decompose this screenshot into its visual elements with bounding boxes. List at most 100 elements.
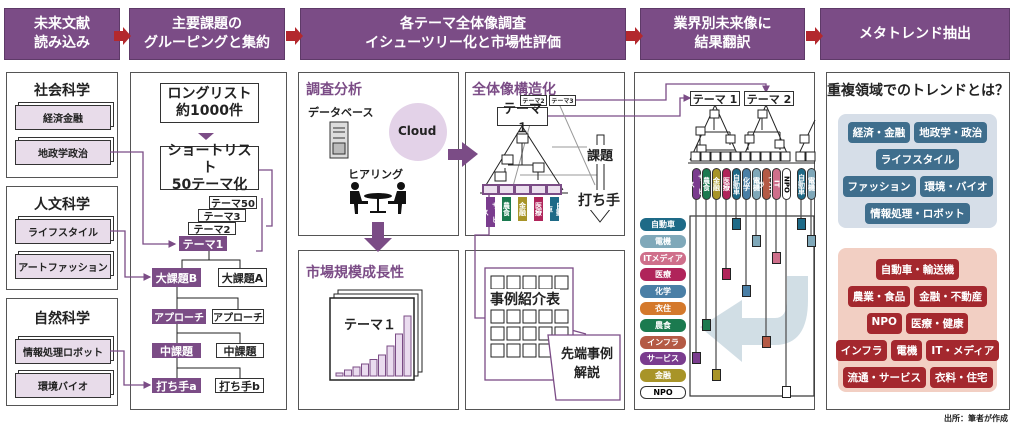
growth-bar	[335, 372, 344, 377]
trend-tag: 環境・バイオ	[919, 176, 993, 197]
sector-marker	[692, 352, 701, 365]
sector-marker	[797, 218, 806, 230]
database-label: データベース	[308, 106, 374, 119]
group-title: 社会科学	[34, 83, 90, 99]
industry-column-tag: インフラ	[758, 168, 776, 200]
case-cell	[522, 275, 537, 290]
literature-item: 情報処理ロボット	[15, 339, 111, 364]
step-label: 未来文献	[34, 16, 90, 32]
case-cell	[506, 343, 521, 358]
shortlist-label: ショートリスト	[167, 142, 252, 176]
tree-node: 打ち手b	[215, 378, 264, 393]
theme-card-selected: テーマ1	[179, 236, 227, 251]
tag-row: 農業・食品金融・不動産	[838, 283, 997, 310]
step-industry: 業界別未来像に結果翻訳	[640, 8, 805, 60]
industry-column-tag: サービス	[688, 168, 706, 200]
trend-tag: 電機	[891, 340, 923, 361]
industry-column-tag: 電機	[752, 168, 761, 200]
tree-node-selected: 中課題	[152, 343, 201, 358]
trend-tag: 自動車・輸送機	[875, 259, 960, 280]
growth-bar	[378, 354, 386, 377]
tag-row: 情報処理・ロボット	[838, 200, 997, 227]
sector-legend-med: 医療	[640, 268, 686, 282]
tree-leaf	[780, 151, 791, 162]
trend-tag: 情報処理・ロボット	[865, 203, 970, 224]
tree-node: アプローチ	[212, 309, 264, 324]
tree-leaf	[760, 151, 771, 162]
cloud-label: Cloud	[398, 124, 437, 138]
case-cell	[490, 343, 505, 358]
tree-node: 大課題A	[218, 268, 267, 287]
longlist-count: 約1000件	[176, 103, 243, 119]
sector-legend-fin: 金融	[640, 369, 686, 383]
tag-row: ファッション環境・バイオ	[838, 173, 997, 200]
case-detail-line: 解説	[573, 366, 600, 381]
industry-column-tag: 医療	[722, 168, 731, 200]
trend-tag: ライフスタイル	[875, 149, 960, 170]
tree-leaf	[770, 151, 781, 162]
trend-tag: 流通・サービス	[842, 367, 926, 388]
sector-marker	[772, 251, 781, 264]
overlap-domains-panel: 経済・金融地政学・政治ライフスタイルファッション環境・バイオ情報処理・ロボット	[838, 114, 997, 228]
case-detail-label: 先端事例解説	[556, 345, 618, 383]
growth-bar	[352, 366, 361, 377]
longlist-label: ロングリスト	[167, 86, 252, 102]
trend-tag: 経済・金融	[847, 122, 911, 143]
case-cell	[506, 275, 521, 290]
feedback-arrow-icon	[700, 276, 808, 362]
tree-node: 中課題	[216, 343, 264, 358]
sector-legend-cloth: 衣住	[640, 302, 686, 315]
step-label: 業界別未来像に	[673, 16, 772, 32]
sector-legend-infra: インフラ	[640, 335, 686, 349]
shortlist-count: 50テーマ化	[171, 176, 248, 193]
tree-leaf	[740, 151, 751, 162]
industry-theme-box: テーマ 2	[744, 91, 794, 106]
literature-item: ライフスタイル	[15, 219, 111, 244]
sector-legend-npo: NPO	[640, 386, 686, 399]
growth-bar	[386, 345, 395, 377]
source-note: 出所：筆者が作成	[944, 414, 1008, 423]
sector-legend-auto: 自動車	[640, 218, 686, 231]
tag-row: 流通・サービス衣料・住宅	[838, 364, 997, 391]
case-cell	[490, 326, 505, 341]
sector-marker	[702, 318, 711, 331]
tree-leaf	[700, 151, 711, 162]
market-chart-label: テーマ１	[344, 318, 397, 333]
step-label: 結果翻訳	[694, 35, 751, 51]
step-meta: メタトレンド抽出	[820, 8, 1010, 60]
structure-title: 全体像構造化	[472, 82, 556, 98]
step-label: 読み込み	[34, 35, 90, 51]
case-table-title: 事例紹介表	[490, 289, 560, 309]
growth-bar	[395, 333, 403, 377]
industry-column-tag: 農食	[702, 168, 711, 200]
sector-legend-agri: 農食	[640, 318, 686, 332]
trend-tag: 農業・食品	[847, 286, 911, 307]
theme-card: テーマ3	[198, 209, 246, 223]
case-cell	[506, 309, 521, 324]
sector-marker	[782, 386, 791, 398]
case-cell	[490, 309, 505, 324]
sector-tag: 金融	[518, 197, 527, 221]
step-grouping: 主要課題のグルーピングと集約	[129, 8, 285, 60]
step-label: グルーピングと集約	[144, 35, 270, 51]
theme-card: テーマ2	[188, 222, 236, 236]
tag-row: ライフスタイル	[838, 146, 997, 173]
step-label: メタトレンド抽出	[859, 25, 971, 42]
trend-tag: 医療・健康	[905, 313, 969, 334]
industry-column-tag: 金融	[712, 168, 721, 200]
case-cell	[522, 309, 537, 324]
trend-tag: NPO	[866, 313, 902, 334]
tree-node-selected: 大課題B	[152, 268, 201, 287]
growth-bar	[361, 363, 369, 377]
industry-column-tag: IT	[772, 168, 781, 200]
sector-tag: 医療	[534, 197, 543, 221]
case-cell	[538, 309, 553, 324]
tree-leaf	[710, 151, 721, 162]
action-label: 打ち手	[578, 190, 620, 210]
tree-leaf	[730, 151, 741, 162]
case-cell	[506, 326, 521, 341]
